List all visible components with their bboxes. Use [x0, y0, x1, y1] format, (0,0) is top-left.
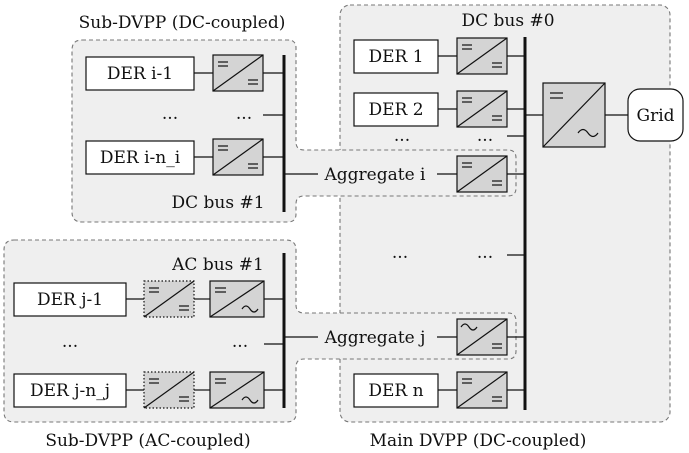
der-i-ni-label: DER i-n_i [100, 148, 181, 168]
dc-dc-converter-dotted-icon [143, 371, 195, 409]
der-2-label: DER 2 [368, 100, 423, 120]
der-n-box [353, 373, 439, 408]
ellipsis: ... [162, 104, 178, 124]
grid-box [627, 88, 684, 142]
main-dvpp-title: Main DVPP (DC-coupled) [370, 431, 587, 451]
aggregate-j-label: Aggregate j [324, 328, 426, 348]
dc-bus-1-label: DC bus #1 [171, 193, 264, 213]
aggregate-i-label: Aggregate i [324, 165, 427, 185]
sub-dvpp-ac-region [3, 239, 517, 423]
ellipsis: ... [392, 243, 408, 263]
dc-dc-converter-dotted-icon [143, 280, 195, 318]
der-1-box [353, 39, 439, 74]
der-j-1-box [13, 282, 127, 317]
dc-dc-converter-icon [456, 155, 508, 193]
dc-dc-converter-icon [456, 90, 508, 128]
dc-dc-converter-icon [456, 371, 508, 409]
grid-label: Grid [636, 106, 674, 126]
dc-bus-0-label: DC bus #0 [461, 11, 554, 31]
ac-dc-rectifier-icon [456, 318, 508, 356]
sub-dvpp-dc-title: Sub-DVPP (DC-coupled) [79, 13, 286, 33]
ellipsis: ... [232, 332, 248, 352]
ellipsis: ... [62, 332, 78, 352]
der-n-label: DER n [368, 381, 423, 401]
ellipsis: ... [477, 126, 493, 146]
der-i-1-box [85, 56, 195, 91]
der-1-label: DER 1 [368, 47, 423, 67]
der-2-box [353, 92, 439, 127]
ac-bus-1-label: AC bus #1 [171, 255, 264, 275]
dc-dc-converter-icon [212, 54, 264, 92]
ellipsis: ... [477, 243, 493, 263]
der-i-1-label: DER i-1 [107, 64, 173, 84]
dc-ac-inverter-icon [209, 280, 265, 318]
der-j-1-label: DER j-1 [37, 290, 103, 310]
dc-dc-converter-icon [212, 138, 264, 176]
dc-dc-converter-icon [456, 37, 508, 75]
der-j-nj-box [13, 373, 127, 408]
ellipsis: ... [394, 126, 410, 146]
sub-dvpp-ac-title: Sub-DVPP (AC-coupled) [45, 431, 250, 451]
der-i-ni-box [85, 140, 195, 175]
der-j-nj-label: DER j-n_j [30, 381, 110, 401]
dc-ac-inverter-icon [209, 371, 265, 409]
dc-ac-inverter-icon [542, 82, 606, 148]
ellipsis: ... [236, 104, 252, 124]
